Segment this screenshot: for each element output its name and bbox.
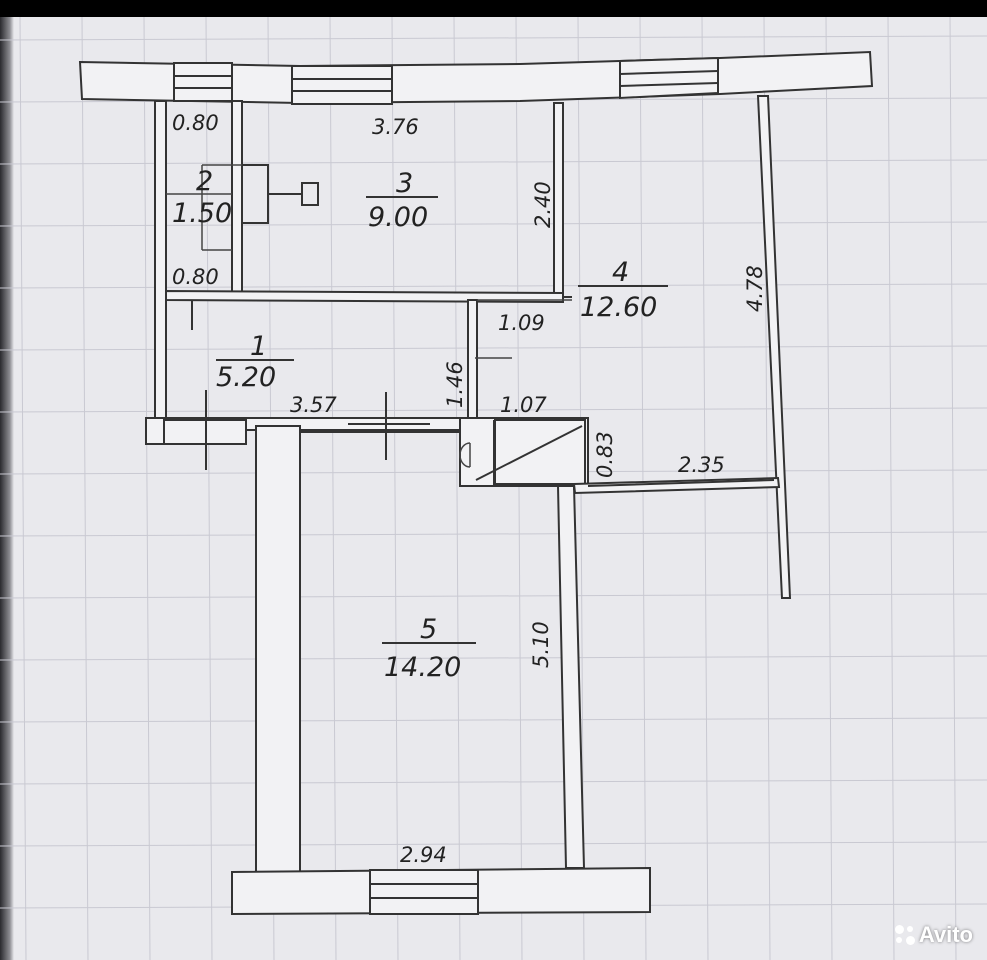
window-top-center [291,65,393,105]
avito-watermark: Avito [894,922,973,948]
room-4-number: 4 [612,257,629,288]
top-black-bar [0,0,987,17]
dim-294: 2.94 [400,843,447,867]
room-3-area: 9.00 [368,202,428,233]
wall-room2-room3 [231,100,243,297]
room-2-number: 2 [196,166,213,197]
room-2-area: 1.50 [172,198,232,229]
dim-478: 4.78 [743,265,767,312]
wall-room3-bottom [165,289,564,304]
dim-240: 2.40 [531,181,555,228]
dim-107: 1.07 [500,393,547,417]
dim-080-top: 0.80 [172,111,219,135]
dim-109: 1.09 [498,311,545,335]
wall-room1-room4 [467,299,478,419]
sink-fixture [201,164,319,251]
bathroom-block [459,417,589,487]
room-5-number: 5 [420,614,437,645]
dim-083: 0.83 [593,431,617,478]
window-top-left [173,62,233,102]
room-5-area: 14.20 [384,652,461,683]
dim-357: 3.57 [290,393,337,417]
right-wall-room5 [556,485,586,869]
left-shadow [0,17,14,960]
dim-080-mid: 0.80 [172,265,219,289]
window-bottom [369,869,479,915]
left-outer-wall [154,100,167,419]
room-1-area: 5.20 [216,362,276,393]
graph-paper-grid [0,16,987,960]
left-wall-room5 [255,425,301,873]
window-top-right [619,56,719,100]
dim-146: 1.46 [443,361,467,408]
avito-logo-icon [894,925,915,945]
dim-510: 5.10 [529,621,553,668]
wall-room3-room4 [553,102,564,297]
room-4-area: 12.60 [580,292,657,323]
avito-watermark-text: Avito [918,922,973,947]
room-1-number: 1 [250,331,267,362]
room-3-number: 3 [396,168,413,199]
dim-235: 2.35 [678,453,725,477]
right-wall-room4 [756,95,792,599]
dim-376: 3.76 [372,115,419,139]
